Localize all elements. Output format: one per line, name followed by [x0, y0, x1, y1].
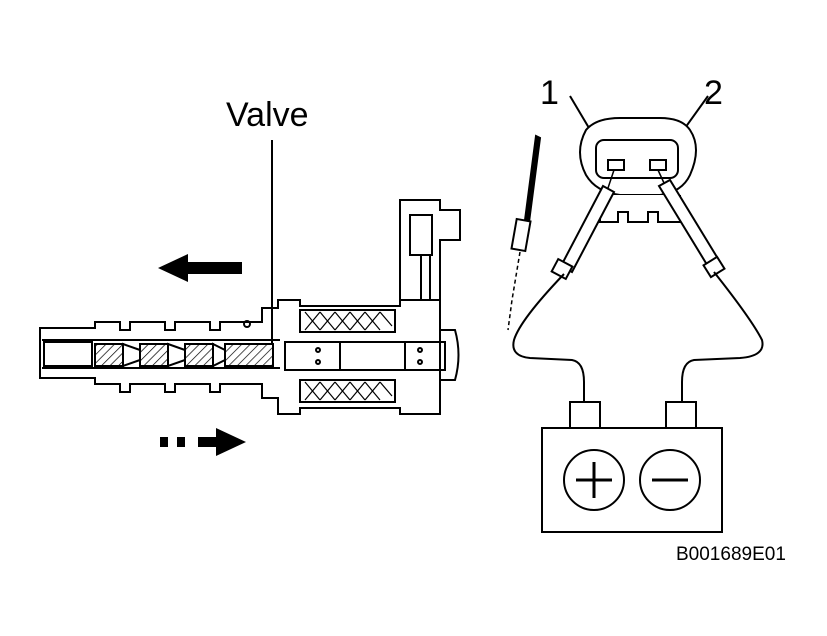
terminal-1-label: 1	[540, 74, 559, 112]
dashed-arrow-right-icon	[160, 428, 246, 456]
figure-code: B001689E01	[676, 544, 786, 565]
solid-arrow-left-icon	[158, 254, 242, 282]
test-probe-leads	[550, 169, 726, 281]
valve-label: Valve	[226, 96, 309, 134]
valve-assembly	[39, 199, 461, 415]
terminal-2-label: 2	[704, 74, 723, 112]
lead-wires	[512, 271, 764, 404]
test-probe-icon	[507, 134, 542, 331]
battery-icon	[541, 401, 723, 533]
connector-icon	[579, 117, 697, 223]
